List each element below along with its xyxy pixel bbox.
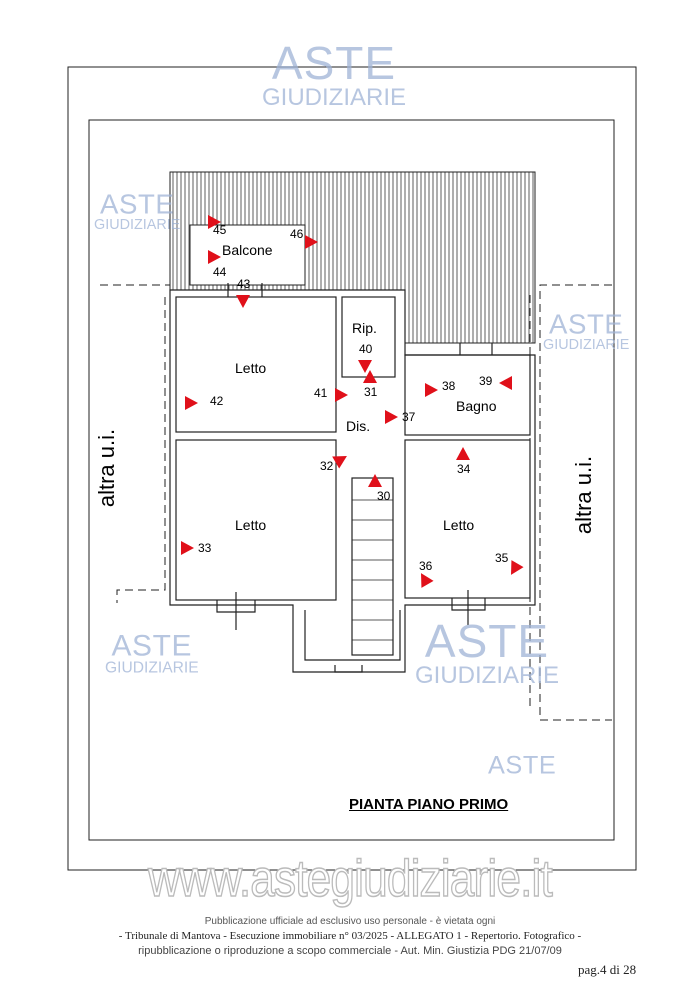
photo-marker-icon <box>208 215 221 229</box>
photo-marker-icon <box>335 388 348 402</box>
photo-marker-icon <box>185 396 198 410</box>
footer-notice: Pubblicazione ufficiale ad esclusivo uso… <box>204 916 496 927</box>
photo-marker-label: 36 <box>419 559 433 573</box>
room-label-letto: Letto <box>235 517 267 533</box>
watermark-site: www.astegiudiziarie.it <box>147 850 553 908</box>
watermark-text: GIUDIZIARIE <box>415 662 560 689</box>
photo-marker-icon <box>385 410 398 424</box>
photo-marker-label: 41 <box>314 386 328 400</box>
photo-marker-icon <box>511 560 524 575</box>
neighbor-boundaries <box>100 284 612 721</box>
photo-marker-icon <box>236 295 250 308</box>
photo-marker-icon <box>358 360 372 373</box>
photo-marker-icon <box>332 456 347 469</box>
watermark-text: ASTE <box>548 308 624 340</box>
watermark-text: ASTE <box>99 188 175 220</box>
photo-marker-label: 40 <box>359 342 373 356</box>
photo-marker-label: 46 <box>290 227 304 241</box>
photo-marker-label: 42 <box>210 394 224 408</box>
photo-marker-icon <box>499 376 512 390</box>
watermark-text: GIUDIZIARIE <box>105 658 199 677</box>
room-label-dis: Dis. <box>346 418 371 434</box>
outer-frame <box>67 66 637 871</box>
room-label-letto: Letto <box>235 360 267 376</box>
room-label-rip: Rip. <box>352 320 377 336</box>
photo-marker-label: 37 <box>402 410 416 424</box>
footer-line: - Tribunale di Mantova - Esecuzione immo… <box>118 930 582 942</box>
photo-marker-icon <box>181 541 194 555</box>
page-number: pag.4 di 28 <box>578 962 637 977</box>
photo-marker-label: 45 <box>213 223 227 237</box>
photo-marker-label: 32 <box>320 459 334 473</box>
photo-marker-icon <box>456 447 470 460</box>
photo-marker-label: 30 <box>377 489 391 503</box>
watermark-text: ASTE <box>271 37 397 89</box>
room-label-balcone: Balcone <box>222 242 273 258</box>
photo-marker-label: 34 <box>457 462 471 476</box>
photo-marker-icon <box>363 370 377 383</box>
photo-marker-label: 33 <box>198 541 212 555</box>
photo-marker-label: 31 <box>364 385 378 399</box>
photo-marker-label: 44 <box>213 265 227 279</box>
watermark-text: GIUDIZIARIE <box>262 84 407 111</box>
photo-marker-icon <box>368 474 382 487</box>
inner-frame <box>88 119 615 841</box>
photo-marker-icon <box>305 235 318 249</box>
watermark-text: GIUDIZIARIE <box>543 336 630 353</box>
watermark-logo: ASTE <box>488 752 556 777</box>
room-label-letto: Letto <box>443 517 475 533</box>
photo-marker-icon <box>421 573 434 588</box>
neighbor-label-left: altra u.i. <box>94 428 120 508</box>
watermark-text: ASTE <box>488 750 557 779</box>
photo-marker-label: 39 <box>479 374 493 388</box>
footer-notice: ripubblicazione o riproduzione a scopo c… <box>138 945 562 957</box>
watermark-text: GIUDIZIARIE <box>94 216 181 233</box>
watermark-text: ASTE <box>424 615 550 667</box>
watermark-text: ASTE <box>111 628 193 662</box>
photo-marker-icon <box>208 250 221 264</box>
photo-marker-icon <box>425 383 438 397</box>
neighbor-label-right: altra u.i. <box>571 455 597 535</box>
photo-marker-label: 38 <box>442 379 456 393</box>
photo-marker-label: 35 <box>495 551 509 565</box>
room-label-bagno: Bagno <box>456 398 497 414</box>
photo-marker-label: 43 <box>237 277 251 291</box>
plan-title: PIANTA PIANO PRIMO <box>349 796 509 813</box>
walls <box>169 283 536 673</box>
